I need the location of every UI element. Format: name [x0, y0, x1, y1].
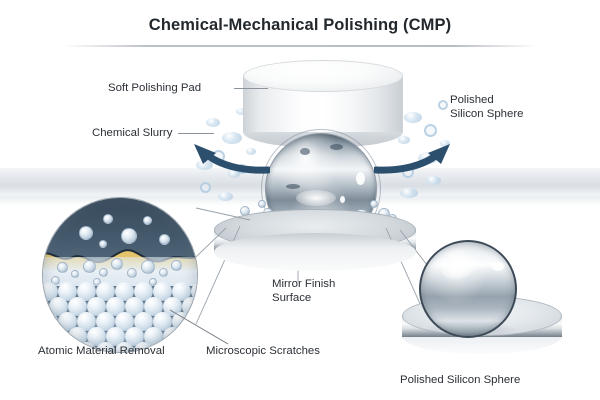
atom-sphere [86, 297, 106, 316]
atom-sphere [115, 282, 134, 301]
atom-sphere [96, 342, 115, 352]
atom-sphere [134, 342, 153, 352]
rotation-arrow-right [374, 144, 450, 174]
atom-sphere [105, 297, 125, 316]
atom-sphere [96, 312, 115, 331]
atom-sphere [43, 312, 58, 331]
atom-sphere [43, 297, 49, 316]
inset-leader-line [169, 309, 229, 345]
atom-sphere [191, 282, 197, 301]
atom-sphere [77, 342, 96, 352]
atom-sphere [124, 297, 144, 316]
page-title: Chemical-Mechanical Polishing (CMP) [148, 16, 452, 34]
label-mirror-finish-surface: Mirror Finish Surface [272, 277, 382, 305]
atom-sphere [48, 297, 68, 316]
atom-sphere [134, 312, 153, 331]
atom-sphere [162, 297, 182, 316]
label-line-1: Mirror Finish [272, 278, 336, 290]
leader-chemical-slurry [178, 133, 214, 134]
atom-sphere [143, 327, 163, 346]
label-soft-polishing-pad: Soft Polishing Pad [108, 82, 202, 94]
label-chemical-slurry: Chemical Slurry [92, 127, 173, 139]
rotation-arrow-left [194, 144, 270, 174]
atom-sphere [115, 312, 134, 331]
atom-sphere [115, 342, 134, 352]
atom-sphere [105, 327, 125, 346]
atom-sphere [134, 282, 153, 301]
atom-sphere [172, 282, 191, 301]
atom-sphere [153, 342, 172, 352]
atom-sphere [43, 327, 49, 346]
atom-sphere [172, 342, 191, 352]
atom-sphere [77, 312, 96, 331]
atom-sphere [162, 327, 182, 346]
atom-sphere [43, 282, 58, 301]
label-atomic-material-removal: Atomic Material Removal [38, 345, 165, 357]
label-microscopic-scratches: Microscopic Scratches [206, 345, 320, 357]
title-divider [62, 45, 538, 47]
atom-sphere [181, 327, 197, 346]
atom-sphere [67, 327, 87, 346]
atom-sphere [58, 282, 77, 301]
atom-sphere [58, 312, 77, 331]
label-line-2: Silicon Sphere [450, 108, 524, 120]
label-polished-silicon-sphere: Polished Silicon Sphere [450, 93, 550, 121]
atom-sphere [86, 327, 106, 346]
leader-soft-polishing-pad [234, 88, 268, 89]
atom-sphere [191, 342, 197, 352]
atom-sphere [143, 297, 163, 316]
atom-sphere [48, 327, 68, 346]
atom-sphere [96, 282, 115, 301]
atom-sphere [153, 282, 172, 301]
atom-sphere [172, 312, 191, 331]
atom-sphere [124, 327, 144, 346]
atom-sphere [67, 297, 87, 316]
label-line-1: Polished [450, 94, 494, 106]
label-polished-silicon-sphere-caption: Polished Silicon Sphere [400, 374, 521, 386]
atom-sphere [77, 282, 96, 301]
atom-sphere [181, 297, 197, 316]
atomic-magnifier-inset [42, 197, 198, 353]
atom-sphere [191, 312, 197, 331]
label-line-2: Surface [272, 292, 312, 304]
atom-sphere [153, 312, 172, 331]
atom-sphere [58, 342, 77, 352]
atom-sphere [43, 342, 58, 352]
